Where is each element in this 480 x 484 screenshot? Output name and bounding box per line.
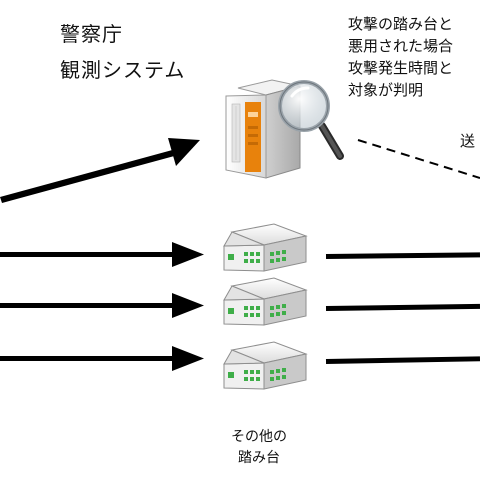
observation-system-title-line2: 観測システム	[60, 58, 186, 82]
annotation-line-1: 攻撃の踏み台と	[348, 15, 454, 33]
outgoing-line-2	[325, 303, 480, 311]
network-device-icon	[223, 223, 308, 272]
other-devices-caption-line1: その他の	[231, 429, 287, 445]
annotation-line-4: 対象が判明	[348, 81, 424, 99]
dashed-line	[357, 139, 480, 179]
server-icon	[225, 79, 301, 179]
arrow-to-observation	[0, 138, 200, 203]
arrow-to-device-2	[0, 293, 204, 318]
magnifier-icon	[278, 80, 344, 160]
observation-system-title-line1: 警察庁	[60, 22, 123, 46]
send-label: 送	[460, 132, 476, 150]
arrow-to-device-1	[0, 242, 204, 267]
arrow-to-device-3	[0, 346, 204, 371]
network-device-icon	[223, 341, 308, 390]
outgoing-line-3	[325, 356, 480, 364]
annotation-line-2: 悪用された場合	[348, 37, 454, 55]
annotation-line-3: 攻撃発生時間と	[348, 59, 454, 77]
network-device-icon	[223, 277, 308, 326]
other-devices-caption-line2: 踏み台	[238, 450, 280, 466]
outgoing-line-1	[325, 252, 480, 259]
